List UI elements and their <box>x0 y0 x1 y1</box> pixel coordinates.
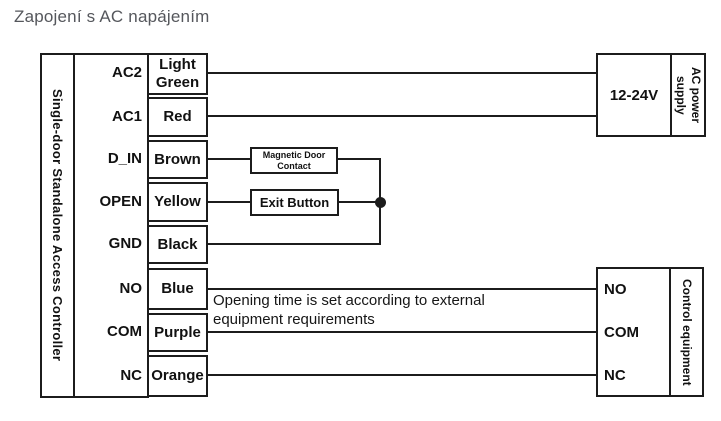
wire-com <box>208 331 596 333</box>
wire-color-box-blue: Blue <box>147 268 208 310</box>
wire-open-right <box>339 201 381 203</box>
wire-d-in-left <box>208 158 250 160</box>
wire-color-box-red: Red <box>147 97 208 137</box>
wire-ac1 <box>208 115 596 117</box>
equipment-terminal-nc: NC <box>604 367 626 384</box>
wire-color-box-brown: Brown <box>147 140 208 179</box>
equipment-terminal-com: COM <box>604 324 639 341</box>
magnetic-door-contact-box: Magnetic Door Contact <box>250 147 338 174</box>
junction-dot <box>375 197 386 208</box>
terminal-label-nc: NC <box>120 367 142 384</box>
wire-nc <box>208 374 596 376</box>
power-supply-label: AC power supply <box>674 66 703 123</box>
terminal-label-ac1: AC1 <box>111 108 142 125</box>
power-supply-strip: AC power supply <box>670 55 704 135</box>
terminal-label-d-in: D_IN <box>107 150 142 167</box>
controller-name-strip: Single-door Standalone Access Controller <box>42 55 75 396</box>
access-controller-box: Single-door Standalone Access Controller… <box>40 53 149 398</box>
wire-gnd <box>208 243 381 245</box>
wire-color-box-black: Black <box>147 225 208 264</box>
exit-button-box: Exit Button <box>250 189 339 216</box>
control-equipment-strip: Control equipment <box>669 269 702 395</box>
terminal-label-no: NO <box>119 280 143 297</box>
equipment-terminal-no: NO <box>604 281 627 298</box>
wire-color-box-yellow: Yellow <box>147 182 208 222</box>
note-text: Opening time is set according to externa… <box>213 292 485 328</box>
control-equipment-label: Control equipment <box>680 278 694 386</box>
wire-color-box-orange: Orange <box>147 355 208 397</box>
power-supply-box: 12-24V AC power supply <box>596 53 706 137</box>
control-equipment-terminals: NO COM NC <box>598 269 669 395</box>
wire-color-box-light-green: Light Green <box>147 53 208 95</box>
wire-open-left <box>208 201 250 203</box>
diagram-title: Zapojení s AC napájením <box>14 7 210 26</box>
terminal-label-open: OPEN <box>99 193 142 210</box>
terminal-label-ac2: AC2 <box>111 64 142 81</box>
wire-color-box-purple: Purple <box>147 313 208 352</box>
wire-d-in-right <box>338 158 381 160</box>
wire-ac2 <box>208 72 596 74</box>
control-equipment-box: NO COM NC Control equipment <box>596 267 704 397</box>
controller-name-label: Single-door Standalone Access Controller <box>50 89 65 362</box>
wire-no <box>208 288 596 290</box>
power-voltage-label: 12-24V <box>609 86 659 104</box>
terminal-label-com: COM <box>107 323 142 340</box>
terminal-label-gnd: GND <box>108 235 142 252</box>
